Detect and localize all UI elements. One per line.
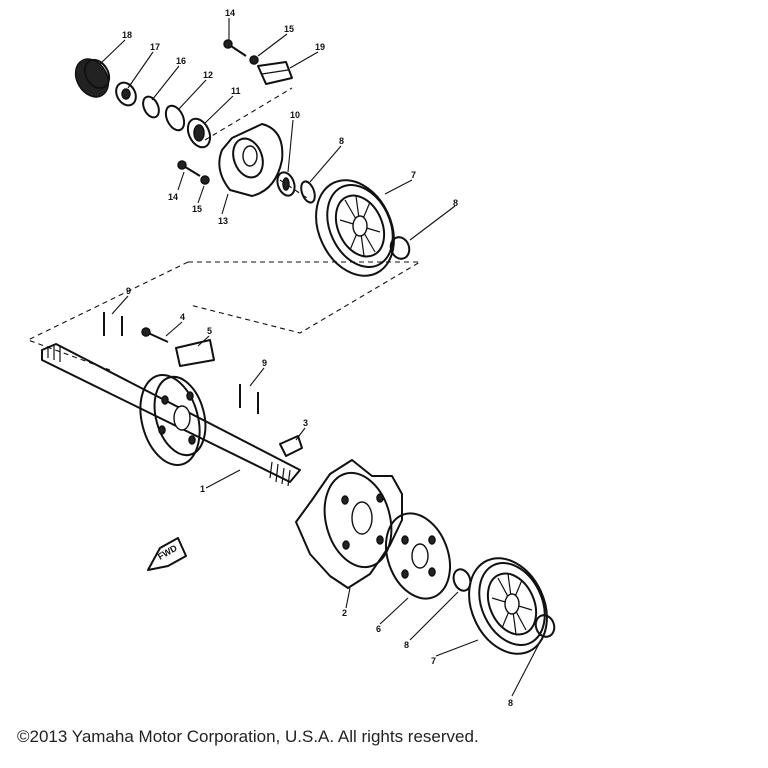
circlip-12 [164, 104, 186, 132]
bearing-11 [186, 117, 212, 149]
callout-8-lower: 8 [404, 640, 409, 650]
idler-wheel-7-upper [315, 179, 395, 277]
spacer-8-lower [452, 568, 472, 592]
bearing-17 [115, 81, 137, 107]
callout-12: 12 [203, 70, 213, 80]
collar-5 [175, 339, 215, 367]
fwd-arrow-icon: FWD [147, 537, 187, 571]
callout-14-lower: 14 [168, 192, 178, 202]
sprocket-flange-left [139, 373, 207, 467]
callout-leader-lines [99, 18, 543, 697]
nut-15-upper [249, 55, 259, 65]
bracket-19 [257, 61, 293, 85]
callout-8-lower-right: 8 [508, 698, 513, 708]
callout-15-top: 15 [284, 24, 294, 34]
callout-8-upper: 8 [339, 136, 344, 146]
callout-17: 17 [150, 42, 160, 52]
callout-14-top: 14 [225, 8, 235, 18]
nut-15-lower [200, 175, 210, 185]
callout-numbers: 18 17 16 12 11 14 15 19 10 8 7 8 14 15 1… [122, 8, 513, 708]
idler-wheel-7-lower [468, 557, 548, 655]
bearing-housing-13 [218, 123, 284, 197]
callout-6: 6 [376, 624, 381, 634]
callout-4: 4 [180, 312, 185, 322]
bolt-14-upper [223, 39, 247, 57]
fwd-label: FWD [156, 543, 179, 562]
callout-10: 10 [290, 110, 300, 120]
spacer-8-upper-right [389, 236, 411, 260]
callout-9-right: 9 [262, 358, 267, 368]
drive-sprocket-2 [295, 459, 403, 589]
spacer-8-upper [300, 180, 316, 204]
callout-13: 13 [218, 216, 228, 226]
callout-18: 18 [122, 30, 132, 40]
roll-pin-9-left [103, 312, 123, 336]
spacer-8-lower-right [534, 614, 556, 638]
callout-19: 19 [315, 42, 325, 52]
copyright-notice: ©2013 Yamaha Motor Corporation, U.S.A. A… [17, 727, 479, 746]
callout-9-left: 9 [126, 286, 131, 296]
callout-2: 2 [342, 608, 347, 618]
callout-5: 5 [207, 326, 212, 336]
bolt-4 [141, 327, 169, 343]
drive-axle-1 [41, 343, 301, 487]
callout-7-upper: 7 [411, 170, 416, 180]
callout-1: 1 [200, 484, 205, 494]
bearing-cap [74, 58, 111, 98]
plate-6 [385, 512, 451, 600]
key-3 [279, 435, 303, 457]
bearing-10 [276, 171, 296, 197]
callout-7-lower: 7 [431, 656, 436, 666]
callout-15-lower: 15 [192, 204, 202, 214]
callout-11: 11 [231, 86, 241, 96]
callout-16: 16 [176, 56, 186, 66]
callout-8-upper-right: 8 [453, 198, 458, 208]
roll-pin-9-right [239, 384, 259, 414]
washer-16 [142, 95, 160, 119]
callout-3: 3 [303, 418, 308, 428]
bolt-14-lower [177, 160, 201, 177]
